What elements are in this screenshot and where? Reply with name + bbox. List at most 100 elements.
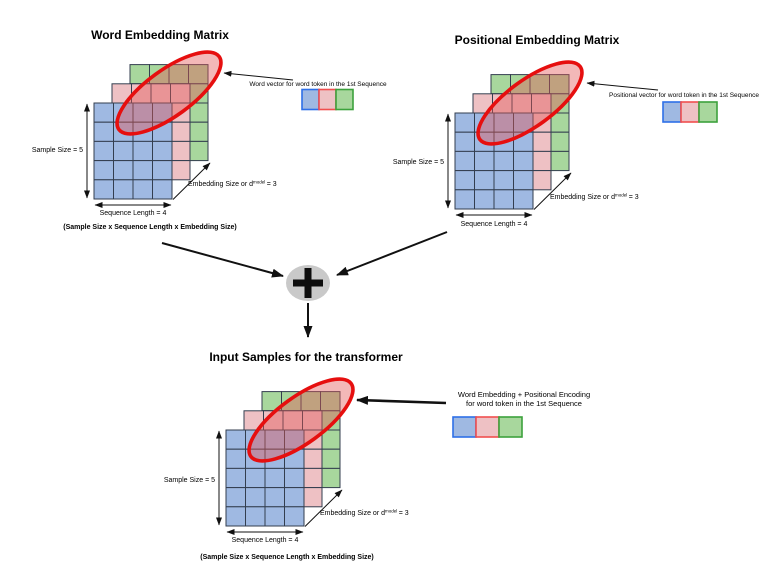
matrix-cell [264,467,285,489]
positional-annotation-label: Positional vector for word token in the … [609,92,759,99]
dmodel-superscript: model [615,193,627,198]
matrix-cell [284,506,305,527]
matrix-cell [245,487,266,508]
embedding-size-text: Embedding Size or d [550,194,615,201]
matrix-cell [152,179,173,200]
matrix-cell [113,160,134,181]
matrix-cell [170,140,191,162]
sequence-length-label: Sequence Length = 4 [461,221,528,228]
matrix-cell [93,160,114,181]
matrix-cell [320,448,341,469]
matrix-cell [170,121,191,142]
dmodel-superscript: model [385,509,397,514]
matrix-cell [245,506,266,527]
matrix-cell [225,429,246,450]
matrix-cell [531,170,552,191]
sum-arrow-from-word [161,242,284,278]
sequence-length-label: Sequence Length = 4 [100,210,167,217]
legend-swatch-pink [475,416,500,438]
embedding-size-arrow [533,172,572,210]
word-vector-legend [301,88,354,111]
word-highlight-ellipse [115,50,223,136]
legend-swatch-green [698,101,718,123]
embedding-size-value: = 3 [629,194,639,201]
positional-embedding-title: Positional Embedding Matrix [455,33,620,47]
matrix-cell [188,121,209,142]
matrix-cell [93,121,114,142]
input-samples-title: Input Samples for the transformer [209,350,403,364]
embedding-size-label: Embedding Size or dmodel= 3 [320,509,409,518]
legend-swatch-green [498,416,523,438]
matrix-cell [454,112,475,133]
matrix-cell [113,140,134,162]
matrix-cell [170,160,191,181]
matrix-cell [454,189,475,210]
matrix-cell [284,487,305,508]
matrix-cell [493,150,514,172]
matrix-cell [264,487,285,508]
input-annotation-arrow [356,395,447,405]
embedding-size-text: Embedding Size or d [188,181,253,188]
input-samples-diagram: Input Samples for the transformer Sample… [164,350,590,561]
sample-size-label: Sample Size = 5 [393,159,444,166]
word-embedding-diagram: Word Embedding Matrix Sample Size = 5 Se… [32,28,387,231]
matrix-cell [513,170,534,191]
embedding-size-text: Embedding Size or d [320,510,385,517]
matrix-cell [302,448,323,469]
sample-size-label: Sample Size = 5 [164,477,215,484]
matrix-cell [302,487,323,508]
embedding-size-label: Embedding Size or dmodel= 3 [188,180,277,189]
matrix-cell [320,467,341,489]
matrix-cell [93,102,114,123]
input-vector-legend [452,416,523,438]
matrix-cell [152,140,173,162]
input-matrix-caption: (Sample Size x Sequence Length x Embeddi… [200,554,373,561]
legend-swatch-green [335,88,354,111]
matrix-cell [264,506,285,527]
matrix-cell [113,179,134,200]
matrix-cell [454,131,475,152]
matrix-cell [93,179,114,200]
sample-size-label: Sample Size = 5 [32,147,83,154]
embedding-size-value: = 3 [399,510,409,517]
input-highlight-ellipse [247,377,355,463]
word-matrix-caption: (Sample Size x Sequence Length x Embeddi… [63,224,236,231]
matrix-cell [302,467,323,489]
plus-icon-vbar [304,268,312,298]
sum-arrow-from-positional [336,231,448,276]
positional-embedding-diagram: Positional Embedding Matrix Sample Size … [393,33,760,228]
matrix-cell [284,467,305,489]
positional-embedding-matrix-3d [454,74,570,210]
matrix-cell [513,150,534,172]
word-embedding-title: Word Embedding Matrix [91,28,229,42]
input-annotation-line1: Word Embedding + Positional Encoding [458,390,590,399]
legend-swatch-pink [680,101,700,123]
embedding-size-label: Embedding Size or dmodel= 3 [550,193,639,202]
embedding-size-arrow [172,162,211,200]
matrix-cell [531,150,552,172]
positional-vector-legend [662,101,718,123]
matrix-cell [132,160,153,181]
embedding-size-value: = 3 [267,181,277,188]
sum-operator-group: + [161,231,448,338]
matrix-cell [454,170,475,191]
matrix-cell [513,189,534,210]
matrix-cell [132,179,153,200]
legend-swatch-blue [662,101,682,123]
word-embedding-matrix-3d [93,64,209,200]
matrix-cell [474,189,495,210]
matrix-cell [245,467,266,489]
input-samples-matrix-3d [225,391,341,527]
word-annotation-arrow [223,70,294,81]
matrix-cell [225,506,246,527]
matrix-cell [493,170,514,191]
input-annotation-line2: for word token in the 1st Sequence [466,399,582,408]
matrix-cell [549,150,570,172]
matrix-cell [225,467,246,489]
matrix-cell [93,140,114,162]
positional-annotation-arrow [586,80,659,91]
embedding-size-arrow [304,489,343,527]
matrix-cell [152,160,173,181]
